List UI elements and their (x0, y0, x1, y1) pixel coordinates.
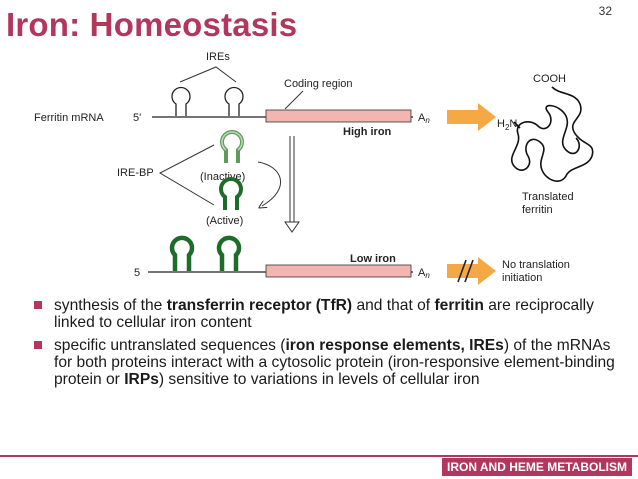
ire-bp-branch-lines (158, 144, 215, 206)
stem-loop-top-2 (224, 86, 244, 116)
slide-title: Iron: Homeostasis (6, 6, 298, 43)
no-translation-label-2: initiation (502, 272, 542, 284)
translated-ferritin-label-1: Translated (522, 191, 574, 203)
poly-a-tail-bottom: An (418, 267, 430, 280)
poly-a-tail-top: An (418, 112, 430, 125)
footer-section-label: IRON AND HEME METABOLISM (442, 458, 632, 476)
active-label: (Active) (206, 215, 243, 227)
slide-number: 32 (598, 4, 612, 18)
block-slashes (457, 259, 474, 283)
down-arrow (284, 136, 300, 233)
ire-bp-inactive-icon (220, 130, 244, 163)
translated-ferritin-label-2: ferritin (522, 204, 553, 216)
cooh-label: COOH (533, 73, 566, 85)
high-iron-label: High iron (343, 126, 392, 138)
bullet-text-1: synthesis of the transferrin receptor (T… (54, 297, 594, 331)
ferritin-protein-squiggle (511, 86, 594, 182)
coding-region-label: Coding region (284, 78, 353, 90)
bound-ire-bp-1 (169, 235, 195, 271)
no-translation-label-1: No translation (502, 259, 570, 271)
ire-bp-label: IRE-BP (117, 167, 154, 179)
bullet-item-2: specific untranslated sequences (iron re… (34, 337, 624, 388)
ire-bp-active-icon (219, 177, 243, 210)
five-prime-label-top: 5' (133, 112, 141, 124)
coding-region-pointer (284, 90, 304, 110)
translation-arrow (447, 103, 496, 131)
footer-rule (0, 455, 638, 457)
square-bullet-icon (34, 341, 42, 349)
blocked-translation-arrow (447, 257, 496, 285)
iron-switch-curved-arrow (258, 161, 281, 206)
bullet-item-1: synthesis of the transferrin receptor (T… (34, 297, 624, 331)
low-iron-label: Low iron (350, 253, 396, 265)
bound-ire-bp-2 (216, 235, 242, 271)
stem-loop-top-1 (171, 86, 191, 116)
coding-region-bar-top (265, 109, 412, 123)
ferritin-regulation-diagram: IREs Ferritin mRNA 5' Coding region An H… (34, 51, 594, 285)
h2n-label: H2N (497, 118, 517, 132)
coding-region-bar-bottom (265, 264, 412, 278)
bullet-list: synthesis of the transferrin receptor (T… (34, 297, 624, 394)
ires-pointer-lines (179, 66, 237, 83)
ires-label: IREs (206, 51, 230, 63)
ferritin-mrna-label: Ferritin mRNA (34, 112, 104, 124)
square-bullet-icon (34, 301, 42, 309)
five-label-bottom: 5 (134, 267, 140, 279)
bullet-text-2: specific untranslated sequences (iron re… (54, 337, 615, 388)
